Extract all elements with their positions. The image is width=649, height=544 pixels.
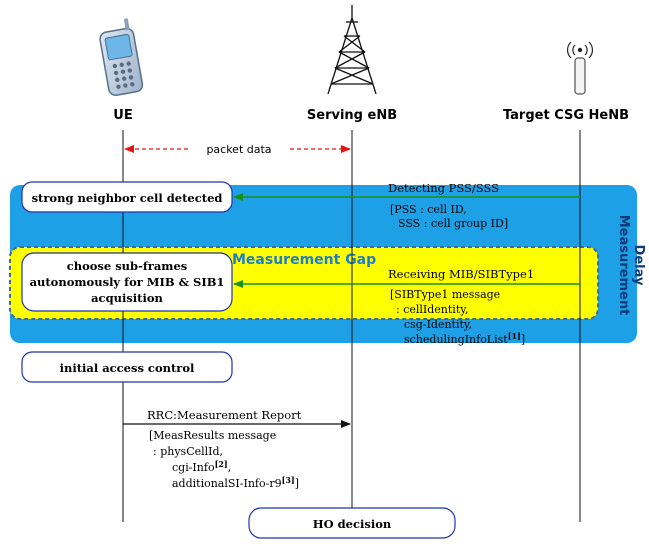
report-line-3: cgi-Info[2], <box>172 459 231 474</box>
measurement-delay-label-1: Measurement <box>616 215 631 316</box>
detecting-line-2: SSS : cell group ID] <box>398 217 508 230</box>
report-line-1: [MeasResults message <box>149 429 276 442</box>
choose-subframes-box <box>21 252 233 312</box>
ho-decision-box <box>248 507 456 539</box>
ho-decision-text: HO decision <box>313 517 392 531</box>
ue-label: UE <box>113 108 132 123</box>
report-line-4-end: ] <box>295 477 299 490</box>
initial-access-box <box>21 351 233 383</box>
receiving-line-1: [SIBType1 message <box>390 288 500 301</box>
strong-neighbor-text: strong neighbor cell detected <box>32 191 223 205</box>
enb-label: Serving eNB <box>307 108 397 123</box>
receiving-title: Receiving MIB/SIBType1 <box>388 267 534 281</box>
report-line-3-text: cgi-Info <box>172 461 215 474</box>
receiving-line-4-text: schedulingInfoList <box>404 333 508 346</box>
initial-access-text: initial access control <box>60 361 195 375</box>
choose-subframes-line-1: choose sub-frames <box>67 259 188 273</box>
detecting-title: Detecting PSS/SSS <box>388 181 499 195</box>
report-line-4: additionalSI-Info-r9[3]] <box>172 475 299 490</box>
receiving-line-3: csg-Identity, <box>404 318 472 331</box>
report-footnote-3: [3] <box>282 475 295 485</box>
measurement-gap-label: Measurement Gap <box>232 252 376 268</box>
antenna-icon <box>567 41 593 95</box>
detecting-line-1: [PSS : cell ID, <box>390 203 467 216</box>
tower-icon <box>327 5 377 95</box>
receiving-footnote-1: [1] <box>508 331 521 341</box>
receiving-line-2: : cellIdentity, <box>396 303 469 316</box>
receiving-line-4-end: ] <box>521 333 525 346</box>
receiving-line-4: schedulingInfoList[1]] <box>404 331 525 346</box>
report-line-2: : physCellId, <box>153 445 223 458</box>
report-line-3-end: , <box>228 461 232 474</box>
choose-subframes-line-3: acquisition <box>91 291 163 305</box>
strong-neighbor-box <box>21 181 233 213</box>
report-footnote-2: [2] <box>215 459 228 469</box>
choose-subframes-line-2: autonomously for MIB & SIB1 <box>30 275 225 289</box>
report-title: RRC:Measurement Report <box>147 408 302 422</box>
report-line-4-text: additionalSI-Info-r9 <box>172 477 282 490</box>
henb-label: Target CSG HeNB <box>503 108 629 123</box>
packet-data-label: packet data <box>206 143 271 156</box>
phone-icon <box>99 18 144 97</box>
measurement-delay-label-2: Delay <box>631 245 646 286</box>
